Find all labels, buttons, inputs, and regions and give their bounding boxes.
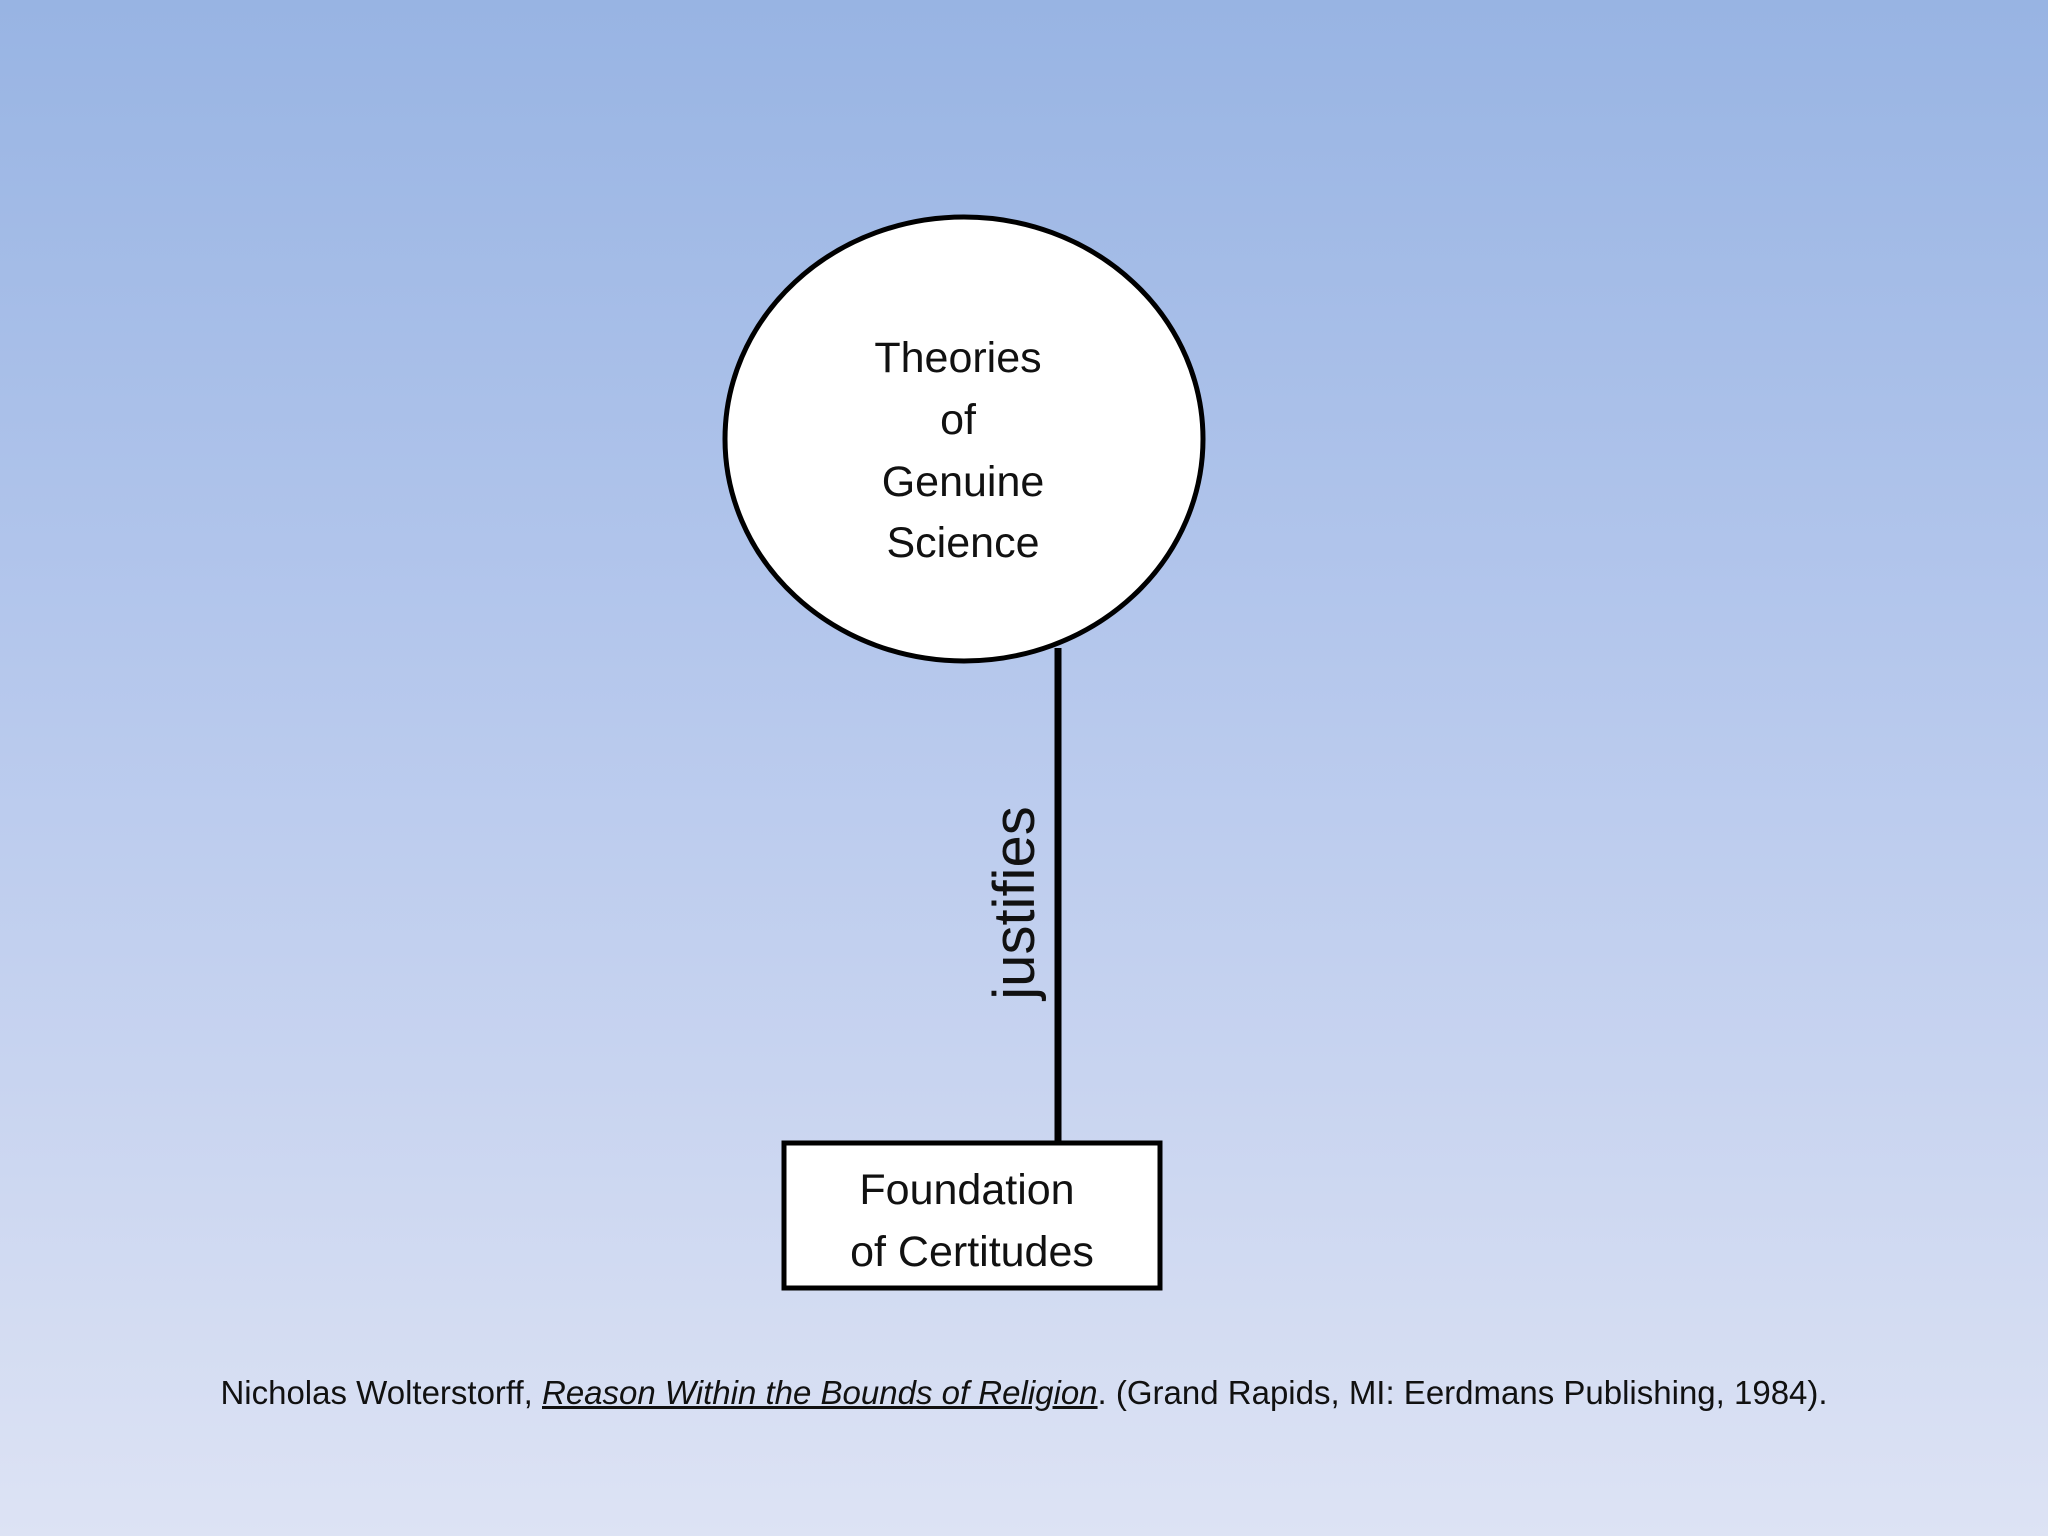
edge-label-justifies: justifies [982, 806, 1047, 1001]
foundation-node-line-1: Foundation [859, 1166, 1074, 1214]
theories-node-line-4: Science [887, 519, 1040, 567]
theories-node-line-3: Genuine [882, 458, 1045, 506]
citation-author: Nicholas Wolterstorff, [220, 1374, 542, 1411]
theories-node-ellipse [722, 214, 1206, 664]
theories-node-line-2: of [940, 396, 977, 444]
foundation-node-line-2: of Certitudes [850, 1228, 1094, 1276]
foundation-node-box [781, 1140, 1163, 1291]
citation-publication: . (Grand Rapids, MI: Eerdmans Publishing… [1097, 1374, 1828, 1411]
theories-node-line-1: Theories [874, 334, 1041, 382]
foundation-node: Foundation of Certitudes [781, 1140, 1163, 1291]
citation-book-title: Reason Within the Bounds of Religion [542, 1374, 1098, 1411]
theories-node: Theories of Genuine Science [722, 214, 1206, 664]
citation: Nicholas Wolterstorff, Reason Within the… [0, 1374, 2048, 1412]
